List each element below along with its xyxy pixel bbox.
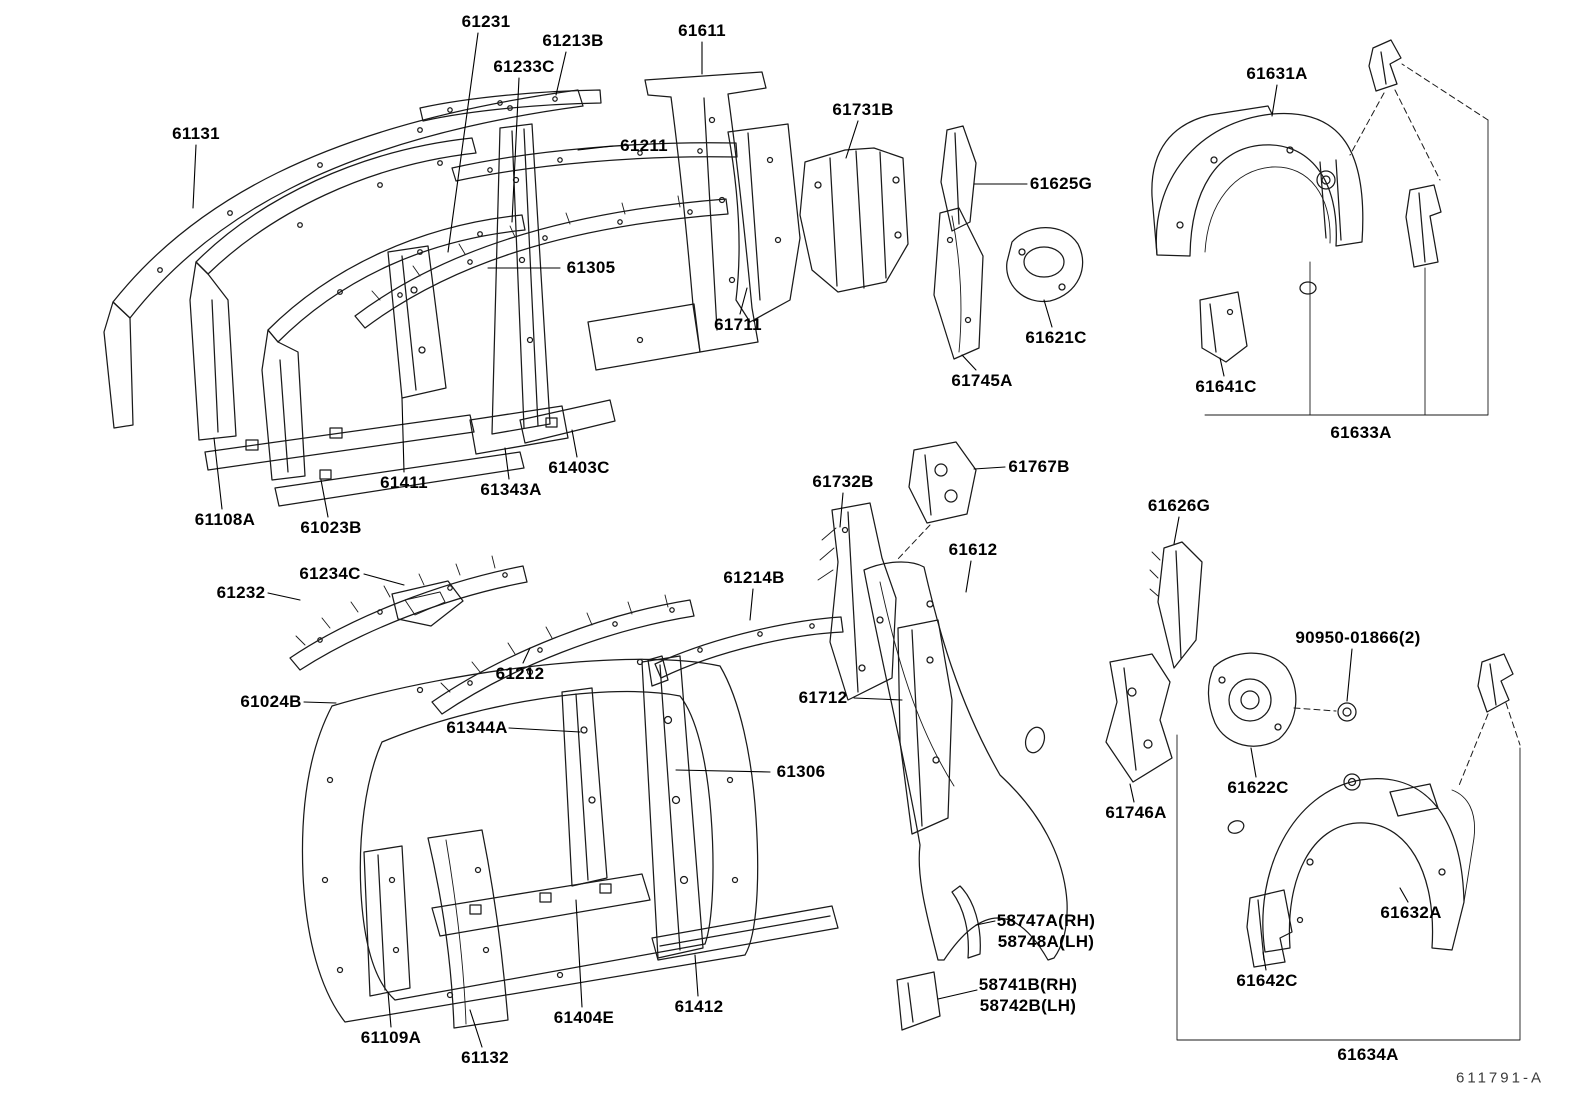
leader-line [675, 769, 771, 773]
part-61621C-gusset [1006, 227, 1084, 303]
part-61412-rocker-outer [651, 905, 839, 961]
part-61711-quarter-pillar-inner [727, 123, 801, 323]
leader-line [694, 954, 699, 997]
leader-line [839, 492, 844, 528]
part-61344A-pillar-reinforcement [561, 687, 608, 887]
leader-line [469, 1009, 483, 1048]
leader-line [739, 287, 748, 315]
leader-line [1271, 84, 1278, 117]
leader-line [447, 32, 479, 253]
part-corner-bracket-top-right [1368, 39, 1402, 92]
part-58747A-protector [951, 885, 981, 959]
part-61767B-bracket [896, 441, 977, 561]
leader-line [853, 697, 903, 701]
part-61343A-center-pillar [469, 123, 569, 455]
part-61131-roof-side-rail-inner [103, 89, 584, 429]
leader-line [973, 466, 1006, 470]
leader-line [511, 77, 520, 223]
part-61641C-bracket [1199, 291, 1248, 363]
part-61631A-wheel-house-inner [1151, 105, 1364, 295]
leader-line [213, 437, 223, 510]
leader-line [937, 989, 978, 1000]
part-61411-center-pillar-inner [387, 245, 447, 399]
part-61403C-rocker-outer [519, 399, 616, 444]
part-61108A-body-side-frame [189, 137, 477, 471]
leader-line [1250, 747, 1257, 778]
part-61732B-quarter-pillar-inner [817, 502, 897, 701]
leader-line [749, 588, 754, 621]
leader-line [508, 727, 581, 733]
ref-lines-61633A [1204, 63, 1489, 416]
part-61622C-fuel-filler-housing [1207, 652, 1337, 747]
leader-line [320, 479, 329, 518]
part-61232-windshield-rail [289, 555, 528, 671]
part-61633A-extension [1405, 184, 1442, 268]
leader-line [1399, 887, 1409, 903]
diagram-doc-number: 611791-A [1456, 1069, 1544, 1087]
part-61642C-bracket [1246, 889, 1293, 968]
leader-line [401, 397, 405, 473]
leader-line [522, 647, 531, 664]
part-61213B-roof-rail [419, 89, 602, 122]
part-61024B-body-side-outer-frame [301, 658, 759, 1023]
ref-lines-61634A [1176, 734, 1521, 1041]
leader-line [1219, 357, 1225, 377]
part-61023B-body-side-frame [261, 214, 526, 507]
part-61626G-reinforcement [1149, 541, 1203, 669]
part-61132-pillar-outer-panel [427, 829, 509, 1029]
part-corner-bracket-right [1457, 653, 1521, 789]
part-61731B-quarter-inner-panel [799, 147, 909, 293]
part-61625G-reinforcement [940, 125, 977, 232]
part-61745A-reinforcement [933, 207, 984, 360]
leader-line [577, 145, 614, 151]
leader-line [965, 560, 972, 593]
leader-line [192, 144, 197, 209]
leader-line [1262, 951, 1267, 971]
leader-line [267, 592, 301, 601]
leader-line [575, 899, 583, 1008]
leader-line [571, 429, 578, 458]
part-61305-roof-side-rail [354, 195, 729, 329]
leader-line [961, 354, 977, 371]
part-61109A-front-pillar-lower [363, 845, 411, 997]
part-58741B-protector [896, 971, 941, 1031]
leader-line [1173, 516, 1180, 545]
leader-line [387, 991, 392, 1028]
part-90950-grommet [1337, 702, 1357, 722]
leader-line [555, 51, 567, 96]
part-61746A-bracket [1105, 653, 1173, 783]
part-61611-quarter-pillar [587, 71, 767, 371]
leader-line [303, 701, 337, 704]
leader-line [363, 573, 405, 586]
part-61234C-bracket [391, 580, 464, 627]
part-61712-quarter-pillar [897, 619, 953, 835]
leader-line [1129, 783, 1135, 803]
part-61306-center-pillar-reinforcement [641, 655, 704, 959]
leader-line [1346, 648, 1353, 702]
part-61212-roof-side-rail [431, 594, 695, 715]
leader-line [975, 920, 996, 926]
part-61404E-rocker-inner [431, 873, 651, 937]
leader-line [845, 120, 859, 159]
leader-line [1043, 299, 1053, 328]
leader-line [504, 447, 510, 480]
part-61211-roof-rail [451, 142, 738, 182]
part-61632A-wheel-house-outer [1227, 773, 1476, 953]
part-61214B-roof-rail-outer [647, 616, 844, 687]
